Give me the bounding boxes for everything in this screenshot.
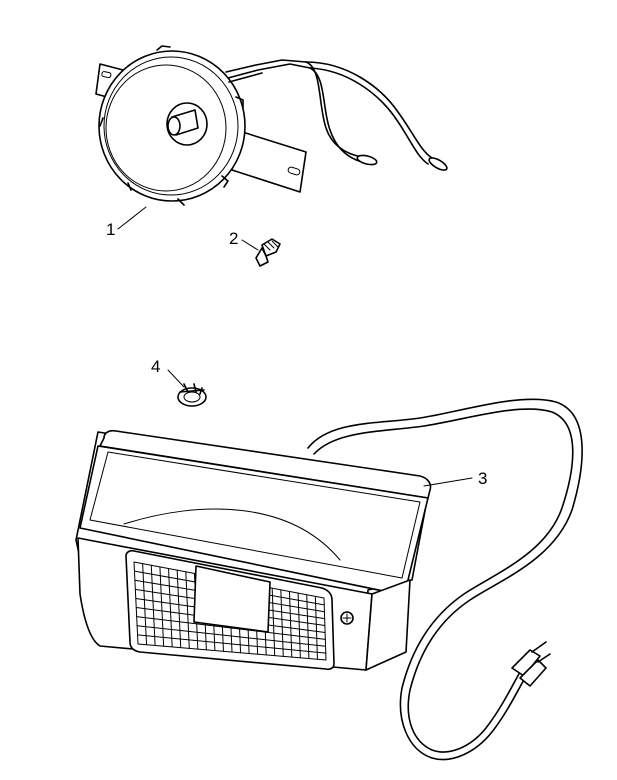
- grille-line: [280, 589, 284, 657]
- grille-line: [142, 563, 148, 646]
- grille-line: [159, 566, 165, 647]
- grille-line: [185, 571, 190, 649]
- horn: [95, 45, 311, 206]
- callout-label-1: 1: [106, 220, 115, 239]
- callout-label-2: 2: [229, 229, 238, 248]
- bolt: [255, 238, 281, 267]
- grille-line: [136, 625, 327, 647]
- grille-line: [271, 587, 276, 657]
- grille-line: [136, 616, 326, 640]
- grille-line: [306, 594, 310, 660]
- callout-label-3: 3: [478, 469, 487, 488]
- grille-line: [297, 592, 301, 659]
- horn-wires: [305, 61, 448, 171]
- grille-line: [314, 595, 318, 660]
- grille-line: [168, 568, 173, 648]
- callout-2: 2: [229, 229, 259, 251]
- callout-1: 1: [106, 206, 147, 239]
- callout-label-4: 4: [151, 357, 160, 376]
- callout-4: 4: [151, 357, 185, 388]
- clip-nut: [177, 383, 207, 407]
- grille-line: [137, 634, 327, 654]
- grille-line: [150, 564, 156, 646]
- tail-light-cable: [307, 398, 583, 761]
- grille-line: [176, 569, 182, 649]
- callout-3: 3: [423, 469, 487, 488]
- grille-line: [288, 590, 293, 658]
- tail-light-lens: [125, 549, 335, 671]
